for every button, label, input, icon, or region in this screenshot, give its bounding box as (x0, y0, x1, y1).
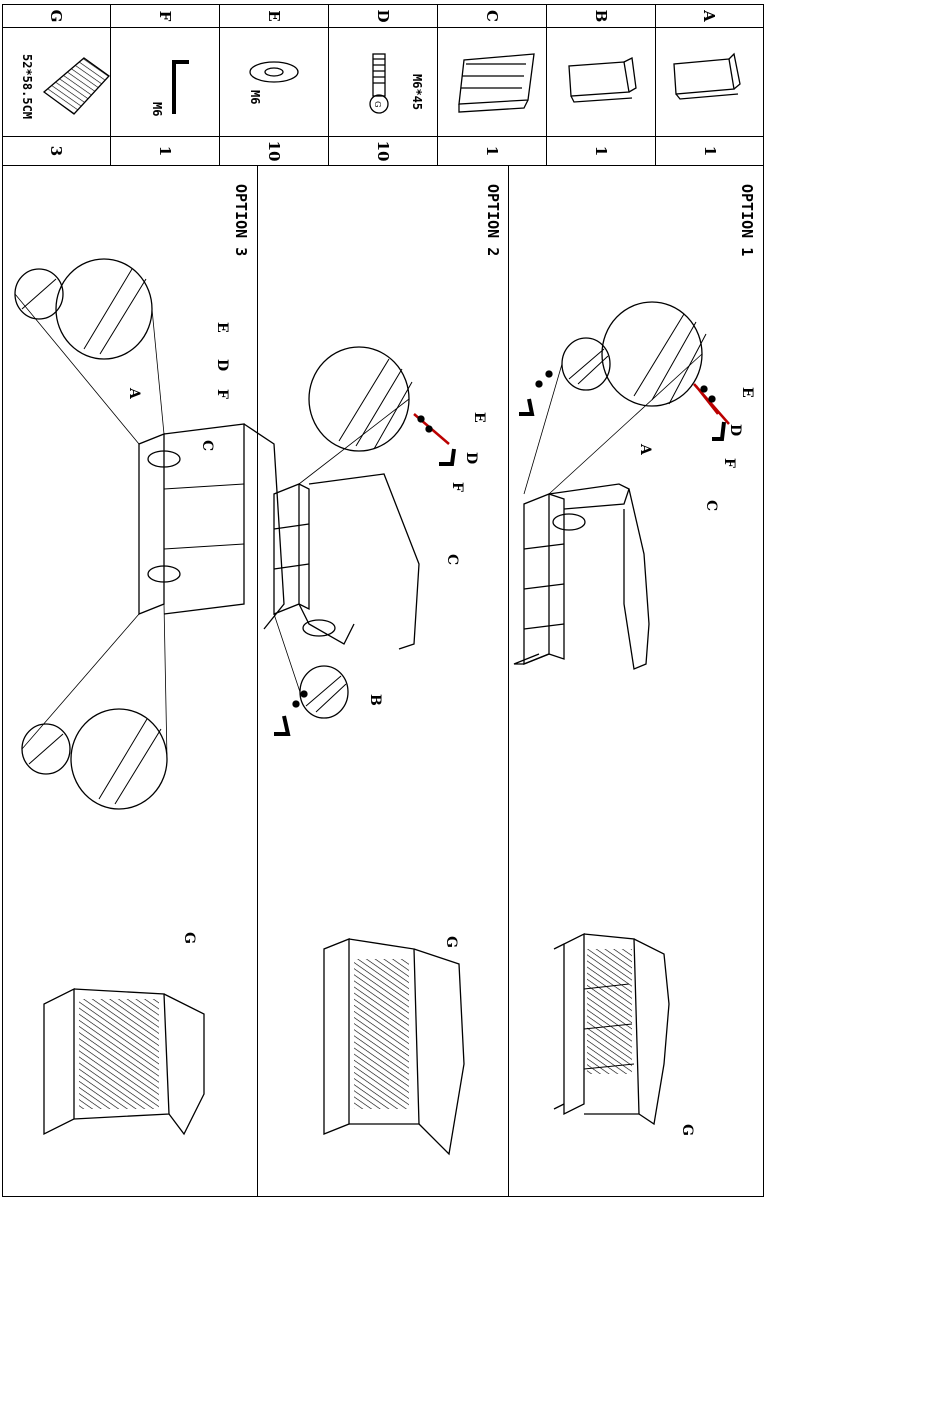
callout-a-1: A (638, 444, 652, 455)
side-panel-a-icon (674, 54, 740, 99)
callout-c-1: C (704, 500, 718, 511)
callout-f-2: F (450, 482, 464, 492)
assembly-sheet: A B C D E F G 1 1 1 10 10 1 3 M6*45 M6 M… (2, 4, 764, 1197)
side-panel-b-icon (569, 58, 636, 102)
callout-f-1: F (722, 458, 736, 468)
callout-d-3: D (215, 359, 229, 371)
detail-circle-3c (71, 709, 167, 809)
svg-text:G: G (373, 101, 382, 107)
callout-e-3: E (215, 322, 229, 333)
detail-circle-3a (56, 259, 152, 359)
callout-g-2: G (444, 936, 458, 948)
callout-b-2: B (368, 694, 382, 706)
callout-c-3: C (200, 440, 214, 451)
callout-g-3: G (182, 932, 196, 944)
callout-d-1: D (728, 424, 742, 436)
option-1-exploded-view (514, 302, 729, 1124)
cushion-pad-icon (44, 58, 109, 114)
callout-c-2: C (445, 554, 459, 565)
callout-f-3: F (215, 389, 229, 399)
callout-e-1: E (740, 387, 754, 398)
detail-circle-2b (300, 666, 348, 718)
callout-e-2: E (472, 412, 486, 423)
option-3-exploded-view (15, 259, 284, 1134)
back-frame-icon (459, 54, 534, 112)
drawings: G (2, 4, 764, 1197)
option-2-exploded-view (274, 347, 464, 1154)
bolt-icon: G (370, 54, 388, 113)
callout-g-1: G (680, 1124, 694, 1136)
washer-icon (250, 62, 298, 82)
detail-circle-2a (309, 347, 409, 451)
allen-key-icon (174, 62, 189, 114)
callout-d-2: D (464, 452, 478, 464)
detail-circle-1a (602, 302, 702, 406)
callout-a-3: A (127, 388, 141, 399)
